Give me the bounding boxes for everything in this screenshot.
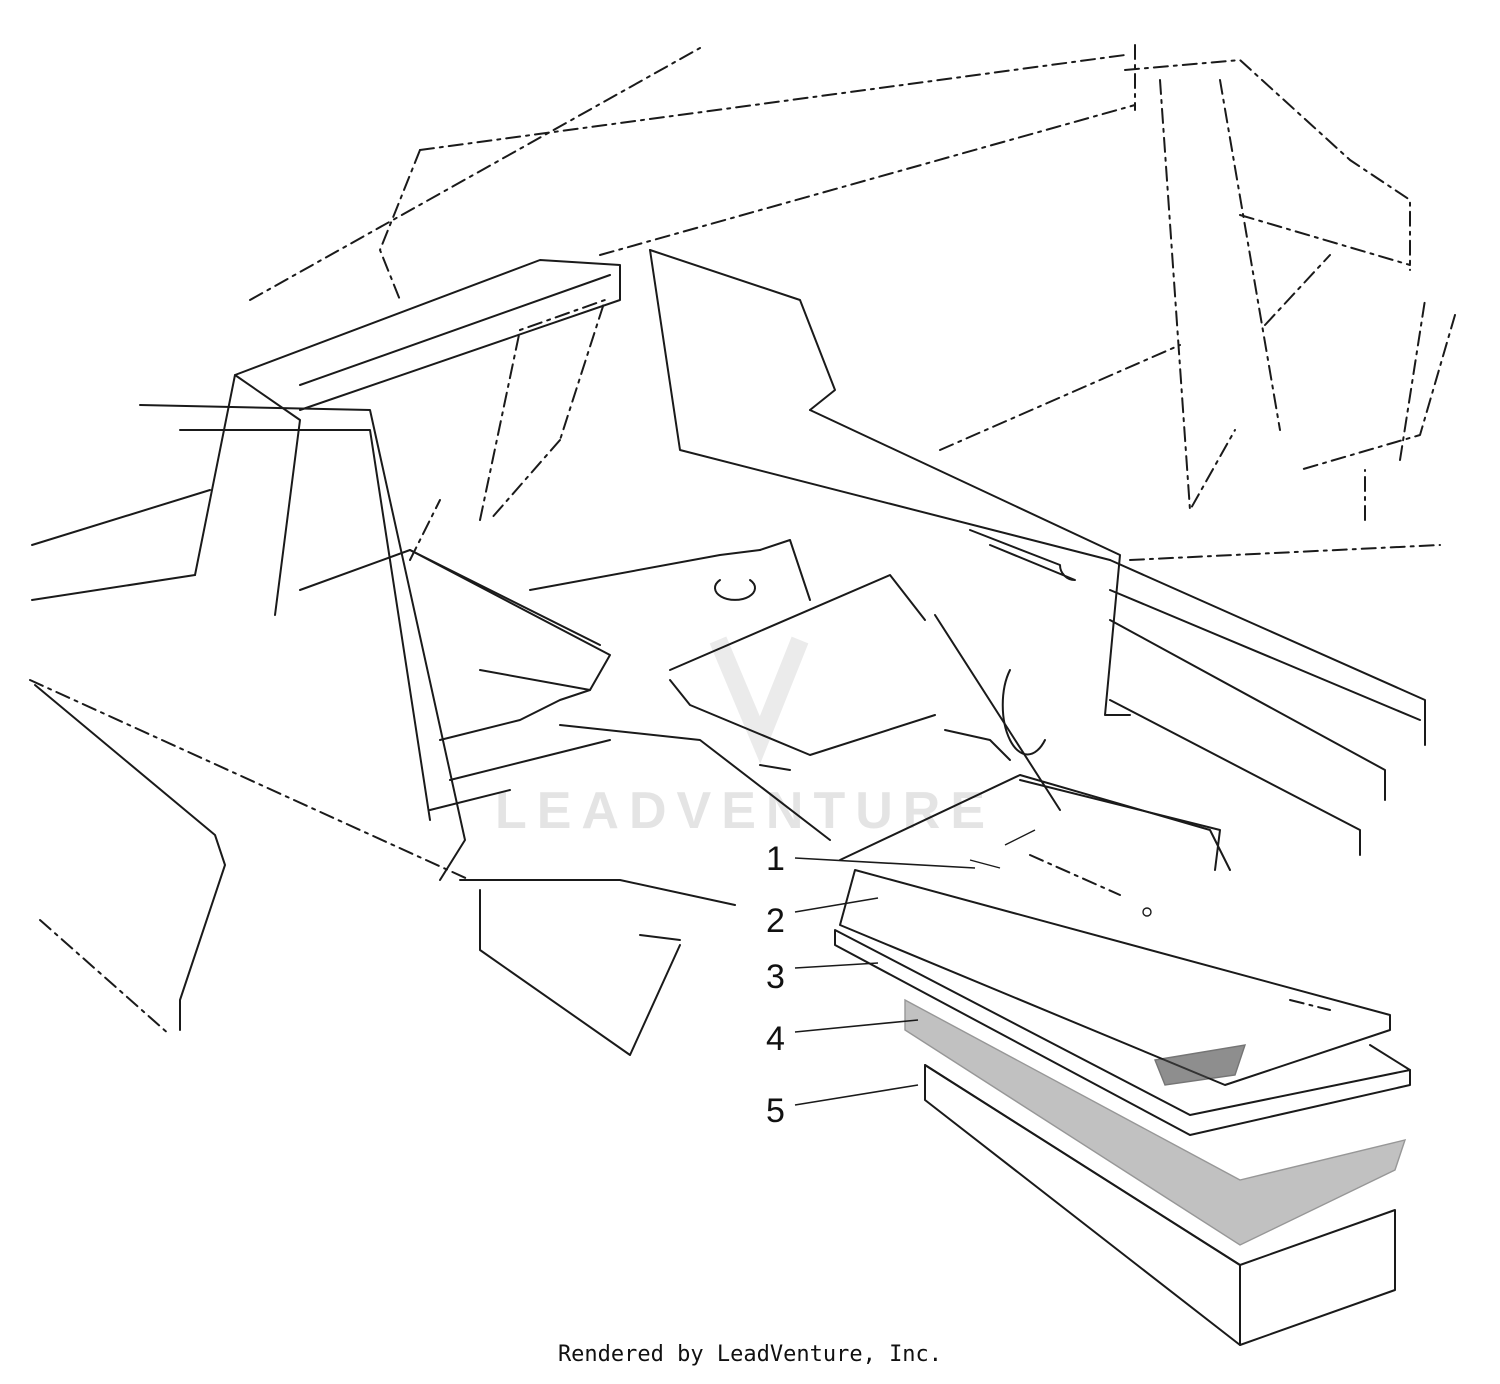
side-rails — [1019, 559, 1426, 871]
center-deck — [529, 249, 1131, 811]
left-side-panel — [29, 259, 621, 1036]
part-1-screw — [969, 829, 1036, 869]
watermark-text: LEADVENTURE — [495, 782, 995, 840]
part-2-cover-plate — [839, 774, 1391, 1086]
callout-2: 2 — [766, 897, 879, 940]
callout-label-3: 3 — [766, 958, 785, 996]
footer-credit: Rendered by LeadVenture, Inc. — [557, 1342, 943, 1367]
part-5-box — [924, 1064, 1396, 1346]
callout-label-1: 1 — [766, 840, 785, 878]
callout-label-5: 5 — [766, 1092, 785, 1130]
callouts: 1 2 3 4 5 — [766, 840, 976, 1130]
callout-5: 5 — [766, 1084, 919, 1130]
discharge-chute — [299, 549, 831, 1056]
part-4-filter-pad — [904, 998, 1407, 1246]
callout-4: 4 — [766, 1019, 919, 1058]
callout-3: 3 — [766, 958, 879, 996]
part-3-tray — [834, 929, 1411, 1136]
callout-label-4: 4 — [766, 1020, 785, 1058]
watermark: LEADVENTURE — [495, 636, 995, 840]
callout-1: 1 — [766, 840, 976, 878]
callout-label-2: 2 — [766, 902, 785, 940]
frame-phantom-lines — [249, 44, 1456, 561]
